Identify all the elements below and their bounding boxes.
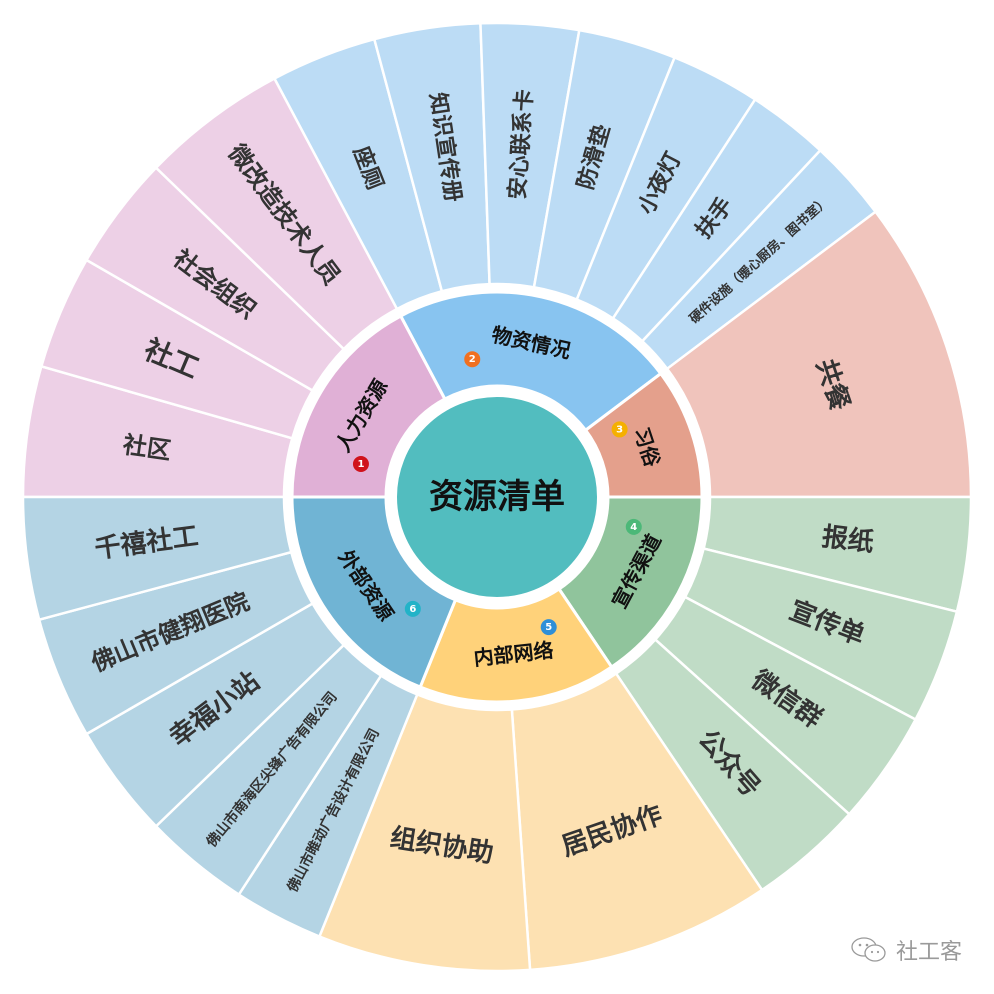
category-segment[interactable] [290,495,458,690]
center-circle [391,391,603,603]
center-title: 资源清单 [429,477,565,517]
badge-number: 4 [630,522,637,533]
wechat-icon [851,937,886,962]
center-hub: 资源清单 [391,391,603,603]
resource-segment[interactable] [665,209,973,499]
resource-label: 社区 [121,431,172,465]
outer-ring: 社区社工社会组织微改造技术人员座厕知识宣传册安心联系卡防滑垫小夜灯扶手硬件设施（… [21,21,973,973]
category-segment[interactable] [398,290,663,433]
number-badge [625,518,642,535]
watermark-text: 社工客 [895,940,962,965]
resource-label: 报纸 [820,521,875,558]
badge-number: 1 [357,459,364,470]
number-badge [540,619,557,636]
category-segment[interactable] [290,313,447,499]
number-badge [464,351,481,368]
watermark: 社工客 [850,934,962,966]
badge-number: 6 [409,604,416,615]
number-badge [352,455,369,472]
badge-number: 3 [616,424,623,435]
number-badge [611,421,628,438]
badge-number: 2 [469,354,476,365]
badge-number: 5 [545,622,552,633]
resource-segment[interactable] [21,495,293,622]
number-badge [404,600,421,617]
